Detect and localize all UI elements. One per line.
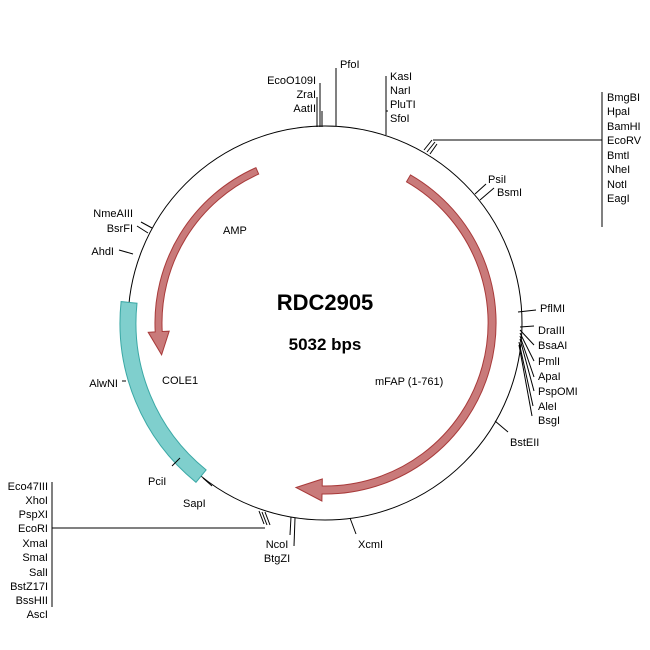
site-label: BsgI bbox=[538, 415, 560, 427]
site-label: EcoO109I bbox=[267, 75, 316, 87]
site-label: XhoI bbox=[25, 495, 48, 507]
site-label: AatII bbox=[293, 103, 316, 115]
mfap-label: mFAP (1-761) bbox=[375, 376, 443, 388]
site-label: BssHII bbox=[16, 595, 48, 607]
site-label: EcoRV bbox=[607, 135, 642, 147]
site-label: PciI bbox=[148, 476, 166, 488]
site-label: PspXI bbox=[19, 509, 48, 521]
site-label: PmlI bbox=[538, 356, 560, 368]
site-label: PfoI bbox=[340, 59, 360, 71]
site-label: BsmI bbox=[497, 187, 522, 199]
site-label: KasI bbox=[390, 71, 412, 83]
site-label: AleI bbox=[538, 401, 557, 413]
cole1-feature-box[interactable] bbox=[119, 301, 207, 484]
plasmid-size: 5032 bps bbox=[289, 335, 362, 354]
site-lines bbox=[51, 68, 603, 607]
plasmid-name: RDC2905 bbox=[277, 290, 374, 315]
site-label: BamHI bbox=[607, 121, 641, 133]
site-label: PspOMI bbox=[538, 386, 578, 398]
site-label: BstEII bbox=[510, 437, 539, 449]
site-label: Eco47III bbox=[8, 481, 48, 493]
mfap-feature-arrow[interactable] bbox=[294, 174, 497, 502]
site-label: BtgZI bbox=[264, 553, 290, 565]
site-label: SapI bbox=[183, 498, 206, 510]
site-label: NmeAIII bbox=[93, 208, 133, 220]
site-label: DraIII bbox=[538, 325, 565, 337]
site-label: XcmI bbox=[358, 539, 383, 551]
site-label: SalI bbox=[29, 567, 48, 579]
site-label: AhdI bbox=[91, 246, 114, 258]
site-label: NotI bbox=[607, 179, 627, 191]
site-labels: EcoO109I ZraI AatII PfoI KasI NarI PluTI… bbox=[8, 59, 642, 621]
site-label: EcoRI bbox=[18, 523, 48, 535]
site-label: XmaI bbox=[22, 538, 48, 550]
site-label: BmtI bbox=[607, 150, 630, 162]
site-label: NarI bbox=[390, 85, 411, 97]
site-label: NheI bbox=[607, 164, 630, 176]
site-label: PluTI bbox=[390, 99, 416, 111]
site-label: SfoI bbox=[390, 113, 410, 125]
site-label: BmgBI bbox=[607, 92, 640, 104]
site-label: NcoI bbox=[266, 539, 289, 551]
site-label: AlwNI bbox=[89, 378, 118, 390]
site-label: SmaI bbox=[22, 552, 48, 564]
site-label: HpaI bbox=[607, 106, 630, 118]
cole1-label: COLE1 bbox=[162, 375, 198, 387]
site-label: AscI bbox=[27, 609, 48, 621]
site-label: PsiI bbox=[488, 174, 506, 186]
site-label: ZraI bbox=[296, 89, 316, 101]
site-label: BsaAI bbox=[538, 340, 567, 352]
site-label: ApaI bbox=[538, 371, 561, 383]
site-label: EagI bbox=[607, 193, 630, 205]
amp-label: AMP bbox=[223, 225, 247, 237]
amp-feature-arrow[interactable] bbox=[147, 167, 260, 357]
site-label: BsrFI bbox=[107, 223, 133, 235]
site-label: PflMI bbox=[540, 303, 565, 315]
site-label: BstZ17I bbox=[10, 581, 48, 593]
